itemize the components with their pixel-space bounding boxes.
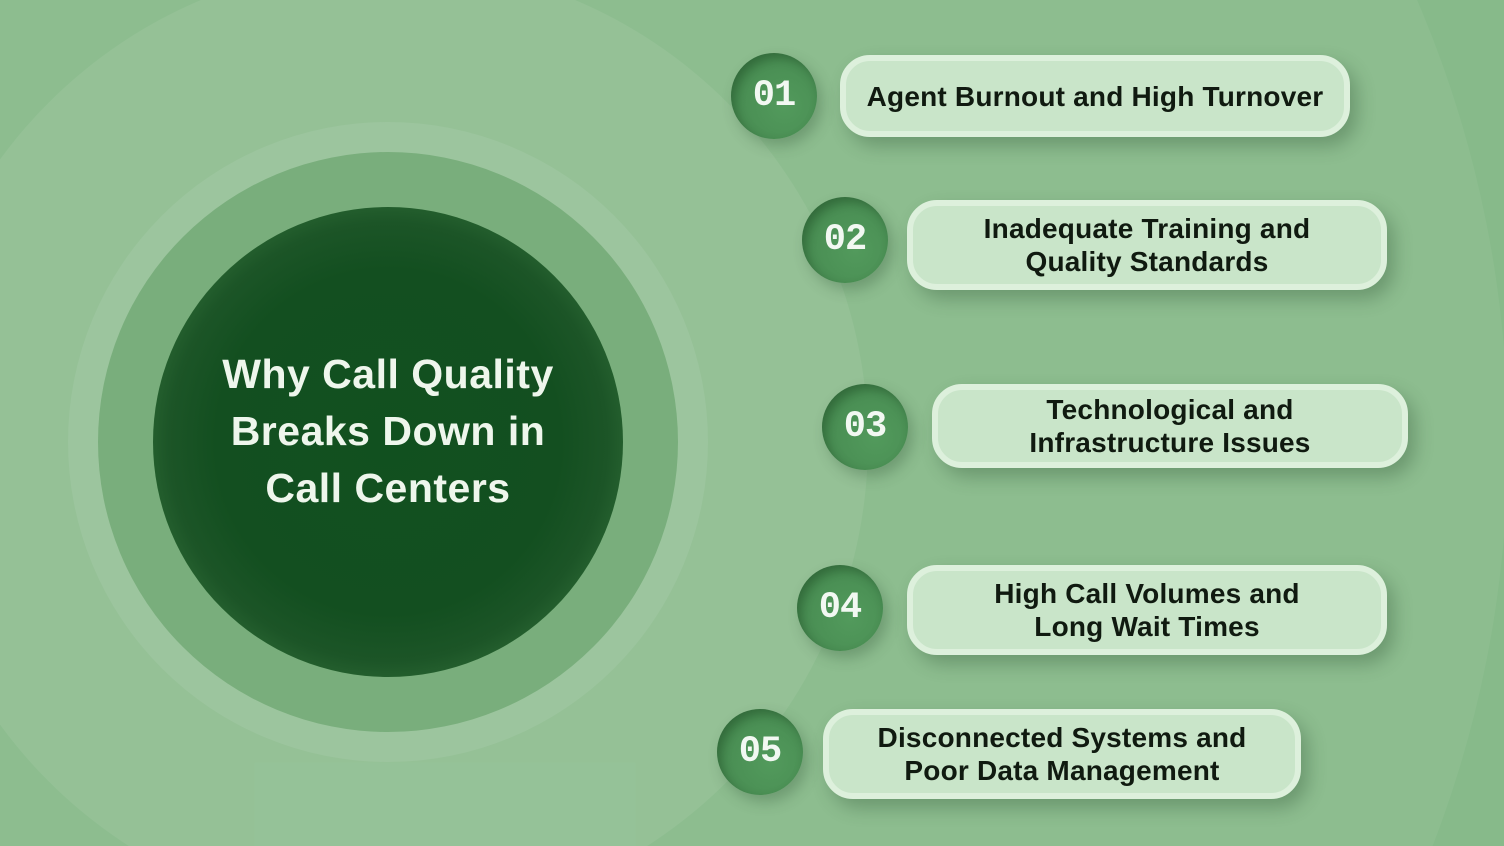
pill-label-line: Disconnected Systems and <box>877 722 1247 753</box>
hub-title-line-1: Why Call Quality <box>222 351 554 397</box>
hub-core-circle <box>153 207 623 677</box>
number-badge-03: 03 <box>822 384 908 470</box>
pill-label-line: Long Wait Times <box>1034 611 1260 642</box>
topic-pill-01: Agent Burnout and High Turnover <box>840 55 1350 137</box>
topic-pill-04: High Call Volumes and Long Wait Times <box>907 565 1387 655</box>
pill-label-line: Inadequate Training and <box>983 213 1311 244</box>
badge-number: 04 <box>818 587 862 629</box>
badge-number: 01 <box>752 75 796 117</box>
number-badge-04: 04 <box>797 565 883 651</box>
badge-number: 05 <box>738 731 782 773</box>
number-badge-05: 05 <box>717 709 803 795</box>
hub-title-line-2: Breaks Down in <box>230 408 546 454</box>
badge-number: 03 <box>843 406 887 448</box>
pill-label-line: Infrastructure Issues <box>1029 427 1311 458</box>
topic-pill-03: Technological and Infrastructure Issues <box>932 384 1408 468</box>
topic-pill-05: Disconnected Systems and Poor Data Manag… <box>823 709 1301 799</box>
pill-label-line: High Call Volumes and <box>994 578 1300 609</box>
topic-pill-02: Inadequate Training and Quality Standard… <box>907 200 1387 290</box>
pill-label-line: Poor Data Management <box>904 755 1220 786</box>
badge-number: 02 <box>823 219 867 261</box>
pill-label-line: Quality Standards <box>1025 246 1269 277</box>
pill-label-line: Agent Burnout and High Turnover <box>866 80 1324 112</box>
pill-label-line: Technological and <box>1046 394 1294 425</box>
number-badge-02: 02 <box>802 197 888 283</box>
hub-title-line-3: Call Centers <box>265 465 511 511</box>
number-badge-01: 01 <box>731 53 817 139</box>
hub-title: Why Call Quality Breaks Down in Call Cen… <box>188 346 588 517</box>
